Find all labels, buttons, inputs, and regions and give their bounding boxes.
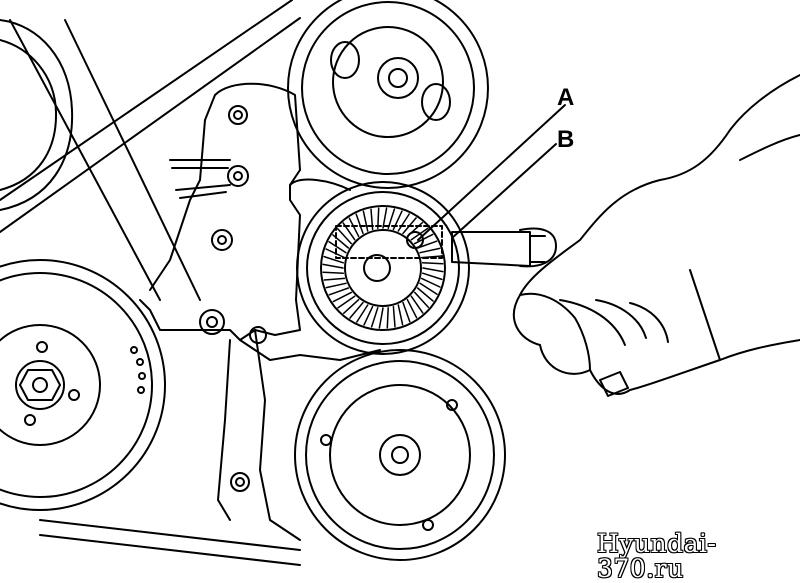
knurl-tooth [323, 277, 346, 281]
knurl-tooth [382, 207, 388, 229]
knurl-tooth [328, 241, 347, 254]
knurl-tooth [348, 217, 360, 238]
upper-left-pulley [0, 19, 74, 211]
knurl-tooth [378, 307, 384, 329]
knurl-tooth [332, 234, 350, 249]
knurl-tooth [356, 304, 369, 323]
leader-lines [417, 104, 566, 241]
knurl-tooth [419, 282, 438, 295]
hand [513, 74, 800, 395]
knurl-tooth [420, 277, 441, 288]
knurl-tooth [402, 301, 411, 323]
tensioner-knurl [322, 207, 444, 329]
knurl-tooth [363, 305, 374, 326]
knurl-tooth [416, 240, 438, 249]
label-b: B [557, 126, 575, 153]
knurl-tooth [392, 305, 396, 328]
knurl-tooth [370, 306, 379, 328]
knurl-tooth [421, 272, 443, 281]
knurl-tooth [416, 287, 434, 302]
wrench [451, 227, 629, 397]
cover-bolts [169, 105, 267, 492]
knurl-tooth [413, 233, 434, 245]
knurl-tooth [370, 208, 374, 231]
knurl-tooth [355, 213, 364, 235]
knurl-tooth [420, 255, 443, 259]
tensioner-pulley [296, 181, 470, 355]
knurl-tooth [406, 221, 424, 238]
knurl-tooth [377, 207, 380, 230]
knurl-tooth [336, 227, 353, 245]
knurl-tooth [342, 298, 360, 315]
label-a: A [557, 84, 575, 111]
knurl-tooth [342, 222, 356, 241]
knurl-tooth [397, 213, 410, 232]
knurl-tooth [362, 210, 369, 232]
engine-cover [139, 82, 381, 541]
knurl-tooth [410, 295, 424, 314]
knurl-tooth [397, 304, 404, 326]
knurl-tooth [402, 217, 417, 235]
knurl-tooth [325, 282, 347, 289]
knurl-tooth [410, 227, 429, 241]
drive-belt [0, 0, 301, 566]
knurl-tooth [337, 295, 356, 309]
knurl-tooth [332, 291, 353, 303]
knurl-tooth [421, 262, 444, 265]
knurl-tooth [422, 267, 444, 273]
upper-pulley [287, 0, 489, 189]
belt-tensioner-diagram [0, 0, 800, 566]
knurl-tooth [387, 208, 396, 230]
knurl-tooth [419, 247, 441, 254]
knurl-tooth [413, 291, 430, 309]
knurl-tooth [328, 287, 350, 296]
knurl-tooth [323, 255, 345, 264]
crankshaft-pulley [0, 259, 166, 511]
knurl-tooth [406, 298, 418, 319]
knurl-tooth [322, 263, 344, 269]
knurl-tooth [386, 306, 389, 329]
watermark-text: Hyundai-370.ru [597, 529, 717, 583]
knurl-tooth [349, 301, 364, 319]
knurl-tooth [322, 271, 345, 274]
knurl-tooth [392, 210, 403, 231]
knurl-tooth [325, 248, 346, 259]
lower-pulley [294, 349, 506, 561]
